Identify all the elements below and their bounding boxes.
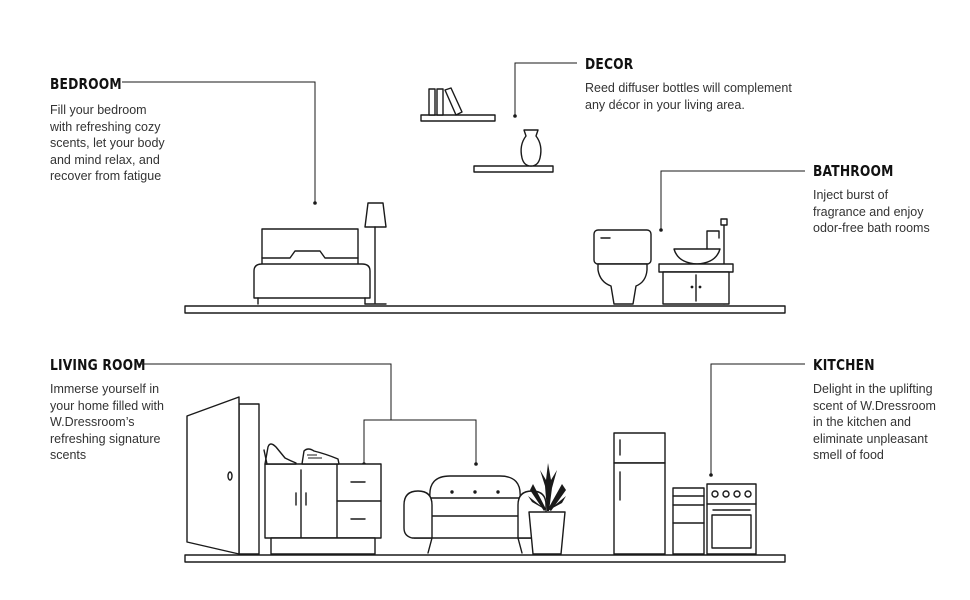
- toilet-bowl: [597, 263, 648, 305]
- bed-headboard: [261, 228, 359, 266]
- books-icon: [428, 87, 463, 116]
- lamp-shade: [364, 202, 387, 228]
- sofa-button: [450, 490, 454, 494]
- plant-leaf: [549, 496, 566, 510]
- kitchen-leader-dot: [709, 473, 713, 477]
- vanity-pole-top: [720, 218, 728, 226]
- living-room-title: LIVING ROOM: [50, 356, 146, 374]
- stove-knob: [711, 490, 719, 498]
- decor-title: DECOR: [585, 55, 634, 73]
- kitchen-drawers-icon: [672, 487, 705, 555]
- door-handle: [227, 471, 233, 481]
- book: [436, 88, 444, 116]
- bedroom-leader: [122, 81, 316, 203]
- stove-knob: [722, 490, 730, 498]
- decor-leader-dot: [513, 114, 517, 118]
- door-panel: [186, 396, 240, 555]
- bedroom-title: BEDROOM: [50, 75, 122, 93]
- floor-lamp-icon: [364, 202, 387, 305]
- living-room-description: Immerse yourself in your home filled wit…: [50, 382, 164, 462]
- shoe: [264, 443, 297, 465]
- kitchen-leader: [710, 363, 805, 475]
- decor-shelves: [420, 87, 554, 173]
- stove-knob: [733, 490, 741, 498]
- sofa-leg: [427, 537, 433, 554]
- book: [444, 87, 463, 116]
- fridge-body: [613, 462, 666, 555]
- lower-shelf: [473, 165, 554, 173]
- living-room-branch: [363, 419, 477, 464]
- bedroom-callout: BEDROOM Fill your bedroom with refreshin…: [50, 75, 165, 185]
- book: [428, 88, 436, 116]
- bedroom-leader-dot: [313, 201, 317, 205]
- bathroom-description: Inject burst of fragrance and enjoy odor…: [813, 188, 930, 235]
- bed-icon: [253, 228, 371, 305]
- bathroom-callout: BATHROOM Inject burst of fragrance and e…: [813, 162, 930, 237]
- sofa-left-arm: [403, 490, 433, 539]
- bed-mattress: [253, 263, 371, 299]
- stove-icon: [706, 483, 757, 555]
- bed-pillows: [261, 250, 359, 259]
- faucet-icon: [706, 230, 720, 250]
- fridge-freezer: [613, 432, 666, 464]
- plant-leaf: [528, 496, 546, 510]
- living-room-leader: [137, 363, 392, 420]
- plant-leaves: [540, 463, 557, 511]
- stove-knob: [744, 490, 752, 498]
- cabinet-base: [270, 537, 376, 555]
- shoe: [301, 448, 340, 465]
- bathroom-vanity-icon: [658, 218, 734, 305]
- vase-icon: [520, 129, 542, 167]
- sofa-button: [473, 490, 477, 494]
- bathroom-title: BATHROOM: [813, 162, 894, 180]
- door-frame: [238, 403, 260, 555]
- vanity-knob: [690, 285, 694, 289]
- shoe-cabinet-icon: [263, 443, 382, 555]
- plant-pot: [528, 511, 566, 555]
- decor-callout: DECOR Reed diffuser bottles will complem…: [585, 55, 792, 113]
- kitchen-description: Delight in the uplifting scent of W.Dres…: [813, 382, 936, 462]
- sofa-back: [429, 475, 521, 499]
- decor-description: Reed diffuser bottles will complement an…: [585, 81, 792, 112]
- sofa-icon: [403, 475, 547, 554]
- leader-lines: [122, 62, 805, 477]
- vanity-top: [658, 263, 734, 273]
- sofa-leg: [517, 537, 523, 554]
- plant-leaf: [530, 484, 546, 511]
- sofa-button: [496, 490, 500, 494]
- living-room-dot-sofa: [474, 462, 478, 466]
- upper-floor: [184, 305, 786, 314]
- bathroom-leader: [660, 170, 805, 230]
- bedroom-description: Fill your bedroom with refreshing cozy s…: [50, 103, 165, 183]
- potted-plant-icon: [528, 463, 566, 555]
- lower-floor: [184, 554, 786, 563]
- refrigerator-icon: [613, 432, 666, 555]
- decor-leader: [514, 62, 577, 116]
- high-heel-icon: [263, 443, 297, 465]
- heel: [263, 449, 268, 465]
- drawer-unit: [672, 487, 705, 555]
- kitchen-title: KITCHEN: [813, 356, 875, 374]
- basin-icon: [673, 248, 721, 265]
- sneaker-icon: [301, 448, 340, 465]
- toilet-icon: [593, 229, 652, 305]
- plant-leaf: [548, 484, 566, 511]
- door-icon: [186, 396, 260, 555]
- upper-shelf: [420, 114, 496, 122]
- toilet-tank: [593, 229, 652, 265]
- vanity-knob: [698, 285, 702, 289]
- living-room-callout: LIVING ROOM Immerse yourself in your hom…: [50, 356, 167, 464]
- kitchen-callout: KITCHEN Delight in the uplifting scent o…: [813, 356, 936, 464]
- oven-window: [711, 514, 752, 549]
- bathroom-leader-dot: [659, 228, 663, 232]
